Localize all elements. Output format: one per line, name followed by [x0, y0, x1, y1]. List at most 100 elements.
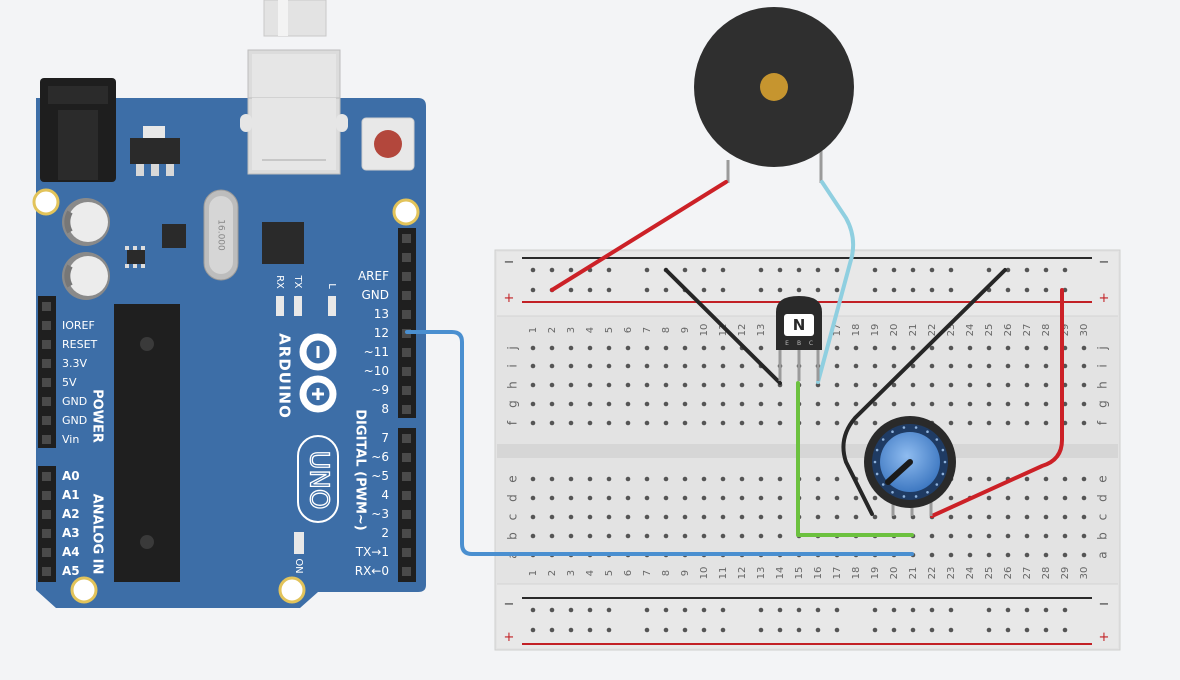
terminal-hole[interactable] [530, 420, 536, 426]
rail-hole[interactable] [834, 267, 840, 273]
terminal-hole[interactable] [758, 401, 764, 407]
rail-hole[interactable] [701, 607, 707, 613]
rail-hole[interactable] [948, 627, 954, 633]
terminal-hole[interactable] [815, 382, 821, 388]
terminal-hole[interactable] [720, 401, 726, 407]
terminal-hole[interactable] [549, 514, 555, 520]
rail-hole[interactable] [834, 287, 840, 293]
terminal-hole[interactable] [1081, 495, 1087, 501]
terminal-hole[interactable] [948, 382, 954, 388]
terminal-hole[interactable] [587, 514, 593, 520]
terminal-hole[interactable] [625, 514, 631, 520]
rail-hole[interactable] [530, 607, 536, 613]
terminal-hole[interactable] [1081, 514, 1087, 520]
digital-pin-hole[interactable] [402, 529, 411, 538]
terminal-hole[interactable] [587, 420, 593, 426]
rail-hole[interactable] [587, 607, 593, 613]
rail-hole[interactable] [530, 287, 536, 293]
terminal-hole[interactable] [948, 363, 954, 369]
terminal-hole[interactable] [1024, 476, 1030, 482]
rail-hole[interactable] [758, 287, 764, 293]
terminal-hole[interactable] [910, 382, 916, 388]
terminal-hole[interactable] [606, 514, 612, 520]
terminal-hole[interactable] [948, 420, 954, 426]
terminal-hole[interactable] [834, 401, 840, 407]
terminal-hole[interactable] [853, 401, 859, 407]
rail-hole[interactable] [891, 287, 897, 293]
rail-hole[interactable] [682, 607, 688, 613]
rail-hole[interactable] [644, 287, 650, 293]
terminal-hole[interactable] [625, 363, 631, 369]
terminal-hole[interactable] [606, 533, 612, 539]
terminal-hole[interactable] [1043, 495, 1049, 501]
rail-hole[interactable] [948, 607, 954, 613]
terminal-hole[interactable] [739, 495, 745, 501]
terminal-hole[interactable] [986, 495, 992, 501]
terminal-hole[interactable] [682, 382, 688, 388]
terminal-hole[interactable] [834, 476, 840, 482]
power-pin-hole[interactable] [42, 359, 51, 368]
terminal-hole[interactable] [910, 363, 916, 369]
terminal-hole[interactable] [948, 495, 954, 501]
terminal-hole[interactable] [1005, 533, 1011, 539]
rail-hole[interactable] [872, 607, 878, 613]
terminal-hole[interactable] [606, 476, 612, 482]
digital-pin-hole[interactable] [402, 310, 411, 319]
terminal-hole[interactable] [549, 420, 555, 426]
terminal-hole[interactable] [872, 382, 878, 388]
piezo-buzzer[interactable] [694, 7, 854, 183]
terminal-hole[interactable] [606, 345, 612, 351]
rail-hole[interactable] [834, 607, 840, 613]
terminal-hole[interactable] [777, 514, 783, 520]
rail-hole[interactable] [1043, 607, 1049, 613]
rail-hole[interactable] [720, 627, 726, 633]
terminal-hole[interactable] [815, 495, 821, 501]
terminal-hole[interactable] [986, 401, 992, 407]
terminal-hole[interactable] [872, 345, 878, 351]
rail-hole[interactable] [701, 267, 707, 273]
rail-hole[interactable] [777, 267, 783, 273]
terminal-hole[interactable] [701, 363, 707, 369]
terminal-hole[interactable] [853, 382, 859, 388]
rail-hole[interactable] [815, 607, 821, 613]
terminal-hole[interactable] [872, 401, 878, 407]
terminal-hole[interactable] [549, 495, 555, 501]
terminal-hole[interactable] [834, 420, 840, 426]
rail-hole[interactable] [796, 267, 802, 273]
digital-pin-hole[interactable] [402, 367, 411, 376]
digital-pin-hole[interactable] [402, 453, 411, 462]
terminal-hole[interactable] [1043, 514, 1049, 520]
terminal-hole[interactable] [986, 552, 992, 558]
terminal-hole[interactable] [1081, 533, 1087, 539]
terminal-hole[interactable] [834, 363, 840, 369]
rail-hole[interactable] [568, 267, 574, 273]
terminal-hole[interactable] [777, 401, 783, 407]
terminal-hole[interactable] [967, 382, 973, 388]
terminal-hole[interactable] [929, 363, 935, 369]
wire-ground-to-potentiometer[interactable] [841, 268, 1007, 516]
digital-pin-hole[interactable] [402, 234, 411, 243]
terminal-hole[interactable] [967, 420, 973, 426]
rail-hole[interactable] [872, 267, 878, 273]
rail-hole[interactable] [1005, 607, 1011, 613]
terminal-hole[interactable] [967, 552, 973, 558]
rail-hole[interactable] [815, 267, 821, 273]
power-pin-hole[interactable] [42, 378, 51, 387]
terminal-hole[interactable] [739, 476, 745, 482]
terminal-hole[interactable] [986, 514, 992, 520]
terminal-hole[interactable] [1043, 401, 1049, 407]
terminal-hole[interactable] [758, 345, 764, 351]
terminal-hole[interactable] [853, 420, 859, 426]
terminal-hole[interactable] [1024, 420, 1030, 426]
terminal-hole[interactable] [625, 495, 631, 501]
terminal-hole[interactable] [644, 476, 650, 482]
rail-hole[interactable] [663, 287, 669, 293]
rail-hole[interactable] [663, 627, 669, 633]
rail-hole[interactable] [910, 287, 916, 293]
terminal-hole[interactable] [739, 533, 745, 539]
terminal-hole[interactable] [644, 401, 650, 407]
terminal-hole[interactable] [1081, 552, 1087, 558]
terminal-hole[interactable] [568, 363, 574, 369]
terminal-hole[interactable] [549, 533, 555, 539]
terminal-hole[interactable] [815, 401, 821, 407]
